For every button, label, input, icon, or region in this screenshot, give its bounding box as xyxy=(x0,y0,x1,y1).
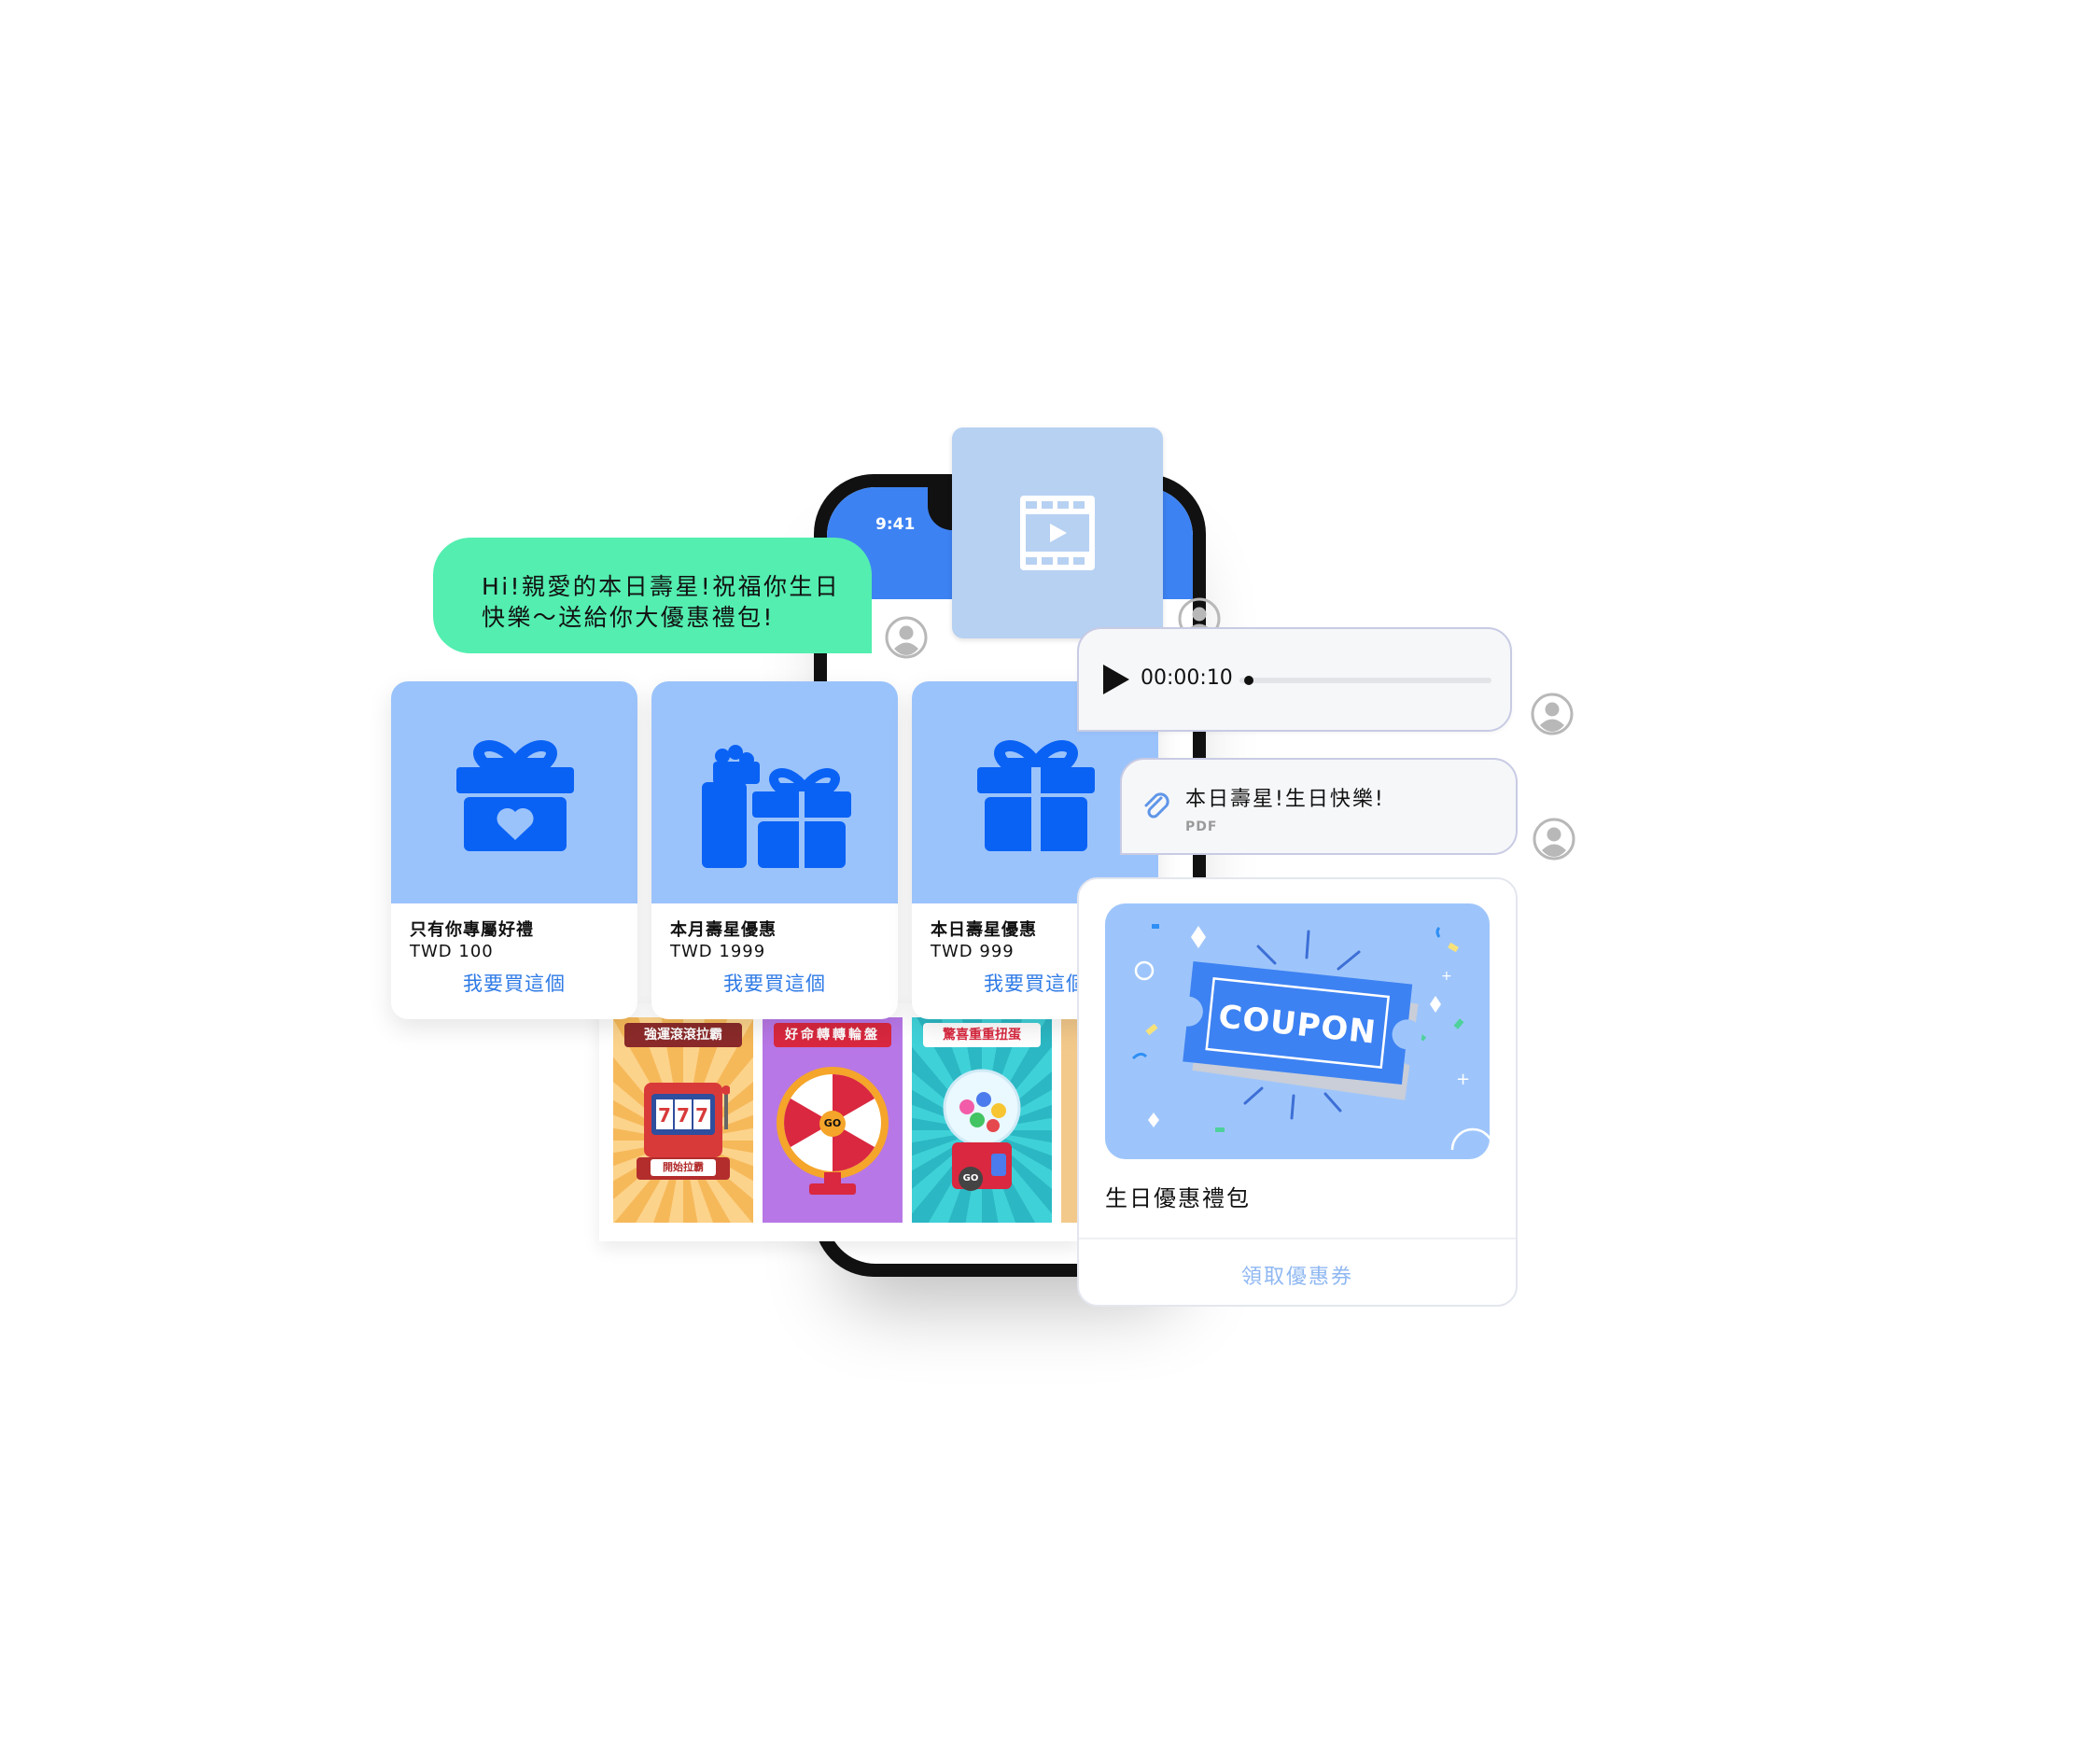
gift-icon xyxy=(977,740,1095,851)
gift-heart-icon xyxy=(456,740,574,851)
audio-message: 00:00:10 xyxy=(1077,627,1512,732)
file-name: 本日壽星!生日快樂! xyxy=(1185,788,1385,811)
product-image xyxy=(391,681,637,903)
svg-text:7: 7 xyxy=(677,1104,690,1127)
game-carousel[interactable]: 強運滾滾拉霸 7 7 7 開始拉霸 好命轉轉輪盤 GO xyxy=(599,1003,1081,1241)
game-title: 好命轉轉輪盤 xyxy=(774,1023,891,1047)
product-name: 本日壽星優惠 xyxy=(931,920,1037,940)
buy-button[interactable]: 我要買這個 xyxy=(984,973,1086,995)
svg-text:7: 7 xyxy=(695,1104,708,1127)
spin-wheel-icon xyxy=(777,1067,889,1195)
product-name: 本月壽星優惠 xyxy=(670,920,777,940)
greeting-chat-bubble: Hi!親愛的本日壽星!祝福你生日快樂～送給你大優惠禮包! xyxy=(433,538,872,653)
paperclip-icon xyxy=(1144,792,1169,819)
audio-progress-track[interactable] xyxy=(1239,678,1491,683)
product-card[interactable]: 本月壽星優惠 TWD 1999 我要買這個 xyxy=(651,681,898,1019)
buy-button[interactable]: 我要買這個 xyxy=(463,973,566,995)
coupon-title: 生日優惠禮包 xyxy=(1105,1185,1251,1211)
product-price: TWD 999 xyxy=(931,942,1015,961)
gacha-go-button[interactable]: GO xyxy=(959,1167,983,1191)
coupon-image: + + COUPON xyxy=(1105,903,1490,1159)
claim-coupon-button[interactable]: 領取優惠券 xyxy=(1240,1266,1353,1289)
file-message[interactable]: 本日壽星!生日快樂! PDF xyxy=(1120,758,1518,855)
product-price: TWD 100 xyxy=(410,942,494,961)
film-video-icon xyxy=(1020,496,1095,570)
game-card-partial[interactable] xyxy=(1061,1017,1081,1223)
svg-text:7: 7 xyxy=(658,1104,671,1127)
play-icon[interactable] xyxy=(1103,665,1129,694)
svg-text:+: + xyxy=(1441,969,1452,984)
game-card-gacha[interactable]: 驚喜重重扭蛋 GO xyxy=(912,1017,1052,1223)
divider xyxy=(1079,1238,1516,1239)
avatar-icon xyxy=(1533,818,1575,861)
buy-button[interactable]: 我要買這個 xyxy=(723,973,826,995)
slot-start-button[interactable]: 開始拉霸 xyxy=(651,1159,716,1176)
coupon-ticket-icon: + + xyxy=(1131,924,1490,1151)
status-time: 9:41 xyxy=(875,515,916,534)
coupon-card: + + COUPON 生日優惠禮包 領取優惠券 xyxy=(1077,877,1518,1307)
avatar-icon xyxy=(1531,693,1574,735)
game-title: 強運滾滾拉霸 xyxy=(624,1023,742,1047)
product-image xyxy=(651,681,898,903)
gacha-machine-icon xyxy=(943,1069,1021,1189)
avatar-icon xyxy=(885,616,928,659)
svg-text:+: + xyxy=(1456,1070,1470,1089)
audio-duration: 00:00:10 xyxy=(1141,666,1233,690)
game-title: 驚喜重重扭蛋 xyxy=(923,1023,1041,1047)
video-message[interactable] xyxy=(952,427,1163,638)
gift-boxes-icon xyxy=(702,745,851,868)
game-card-slot[interactable]: 強運滾滾拉霸 7 7 7 開始拉霸 xyxy=(613,1017,753,1223)
product-price: TWD 1999 xyxy=(670,942,766,961)
game-card-wheel[interactable]: 好命轉轉輪盤 GO xyxy=(763,1017,903,1223)
file-type: PDF xyxy=(1185,819,1218,834)
product-name: 只有你專屬好禮 xyxy=(410,920,534,940)
product-card[interactable]: 只有你專屬好禮 TWD 100 我要買這個 xyxy=(391,681,637,1019)
wheel-go-button[interactable]: GO xyxy=(819,1111,846,1137)
audio-progress-knob[interactable] xyxy=(1244,676,1253,685)
slot-machine-icon: 7 7 7 xyxy=(637,1083,730,1180)
